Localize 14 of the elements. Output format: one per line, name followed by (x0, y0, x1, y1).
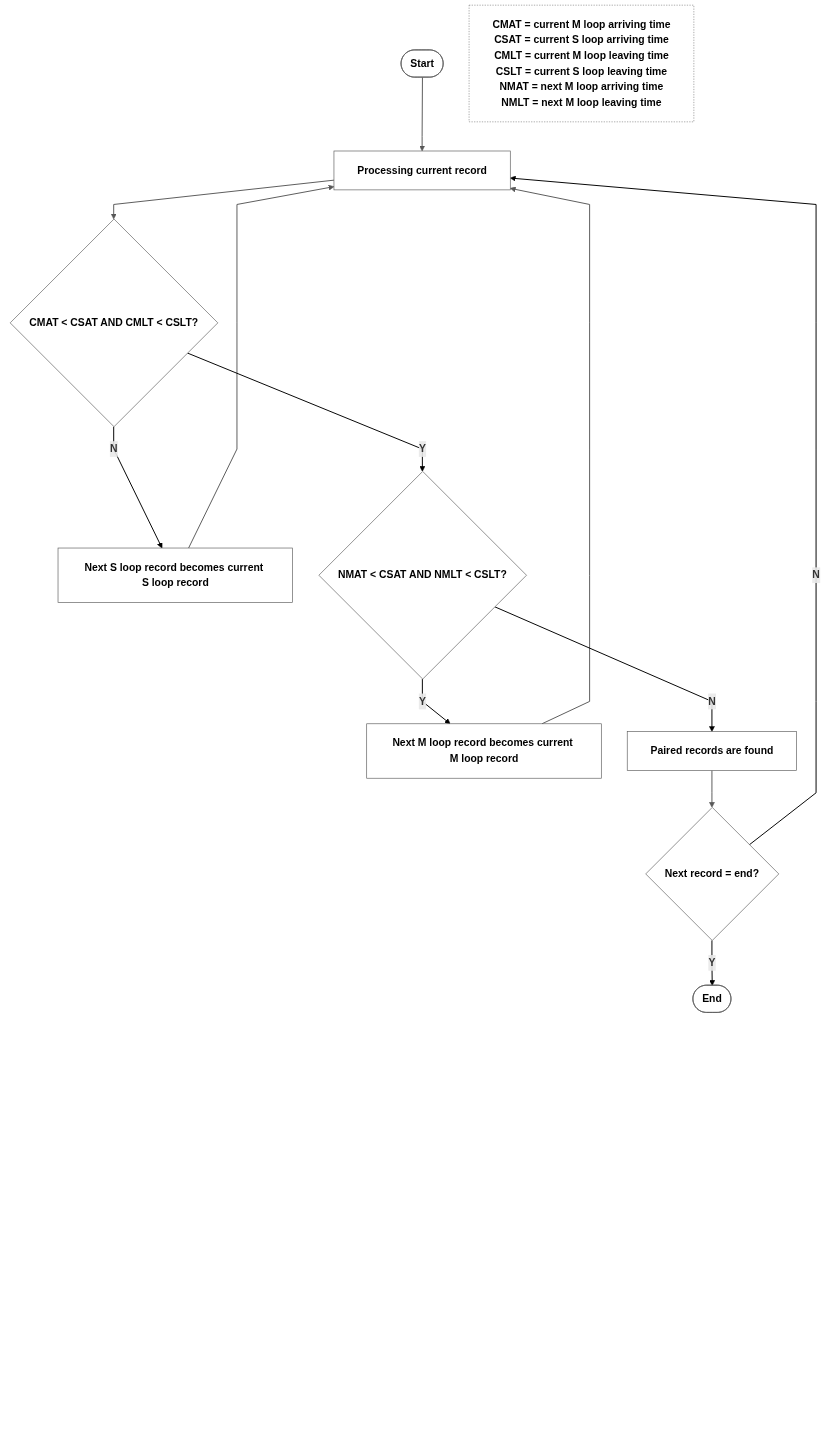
node-box: CMAT = current M loop arriving time CSAT = current S loop arriving time CMLT = current M loop leaving time CSLT = current S loop leaving time NMAT = next M loop arriving time NMLT = next M loop leaving time (468, 4, 695, 123)
node-diamond: NMAT < CSAT AND NMLT < CSLT? (318, 471, 527, 680)
node-diamond: CMAT < CSAT AND CMLT < CSLT? (9, 218, 219, 428)
edge-label: N (812, 569, 820, 581)
edge-label: N (109, 443, 118, 455)
node-box: Next S loop record becomes current S loop record (57, 547, 293, 603)
edge-label: N (708, 695, 716, 707)
edge-label: Y (418, 695, 426, 707)
edge-label: Y (418, 443, 426, 455)
node-box: Next M loop record becomes current M loop record (366, 723, 602, 779)
node-diamond: Next record = end? (645, 807, 780, 941)
edge-label: Y (708, 957, 716, 969)
node-box: Processing current record (333, 150, 511, 191)
node-box: Paired records are found (626, 731, 797, 771)
